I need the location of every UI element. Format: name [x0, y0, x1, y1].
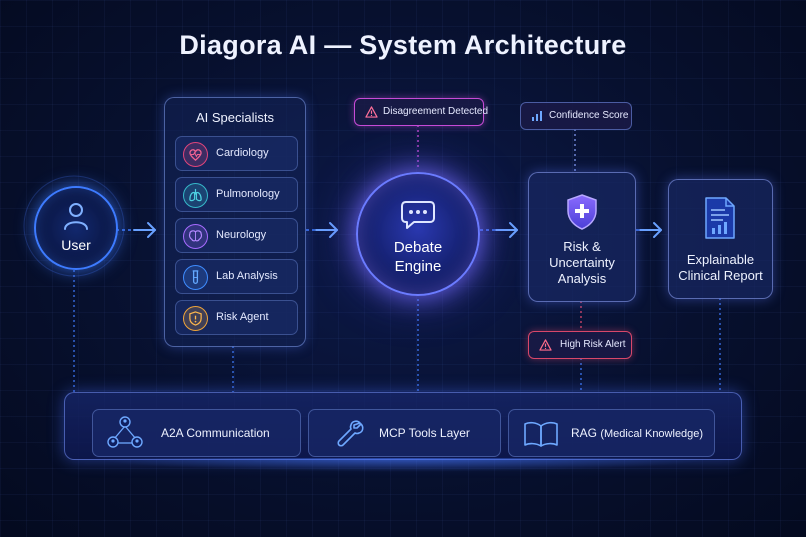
- shield-alert-icon: [183, 306, 208, 331]
- debate-engine-node: Debate Engine: [356, 172, 480, 296]
- user-icon: [64, 203, 88, 230]
- tool-label: RAG (Medical Knowledge): [571, 426, 703, 440]
- specialist-lab-analysis[interactable]: Lab Analysis: [175, 259, 298, 294]
- tool-label: A2A Communication: [161, 426, 270, 440]
- risk-label-line2: Uncertainty: [549, 255, 615, 270]
- warning-icon: [365, 106, 378, 118]
- brain-icon: [183, 224, 208, 249]
- rag-sublabel: (Medical Knowledge): [600, 428, 704, 440]
- specialist-label: Cardiology: [216, 147, 269, 159]
- arrow-debate-to-risk: [495, 222, 518, 238]
- platform-glow: [90, 458, 716, 472]
- specialist-label: Risk Agent: [216, 311, 269, 323]
- wrench-icon: [337, 420, 364, 447]
- confidence-label: Confidence Score: [549, 110, 629, 121]
- specialist-label: Neurology: [216, 229, 267, 241]
- clinical-report-node: Explainable Clinical Report: [668, 179, 773, 299]
- tool-label: MCP Tools Layer: [379, 426, 470, 440]
- disagreement-label: Disagreement Detected: [383, 106, 489, 117]
- tool-mcp-tools-layer[interactable]: MCP Tools Layer: [308, 409, 501, 457]
- risk-label-line1: Risk &: [563, 239, 601, 254]
- chat-bubble-icon: [401, 201, 435, 229]
- network-users-icon: [107, 416, 143, 448]
- heart-pulse-icon: [183, 142, 208, 167]
- specialist-label: Pulmonology: [216, 188, 280, 200]
- debate-engine-label: Debate Engine: [358, 238, 478, 276]
- risk-uncertainty-label: Risk & Uncertainty Analysis: [529, 239, 635, 287]
- rag-label: RAG: [571, 426, 598, 440]
- disagreement-detected-badge: Disagreement Detected: [354, 98, 488, 126]
- arrow-risk-to-report: [639, 222, 662, 238]
- risk-label-line3: Analysis: [557, 271, 607, 286]
- shield-plus-icon: [567, 194, 597, 230]
- report-label-line1: Explainable: [686, 252, 755, 267]
- page-title: Diagora AI — System Architecture: [179, 30, 627, 60]
- tool-a2a-communication[interactable]: A2A Communication: [92, 409, 301, 457]
- confidence-score-badge: Confidence Score: [520, 102, 632, 130]
- debate-label-line2: Engine: [394, 258, 442, 275]
- report-label-line2: Clinical Report: [678, 268, 763, 283]
- lungs-icon: [183, 183, 208, 208]
- risk-uncertainty-node: Risk & Uncertainty Analysis: [528, 172, 636, 302]
- arrow-user-to-specialists: [133, 222, 156, 238]
- user-label: User: [61, 237, 91, 253]
- debate-label-line1: Debate: [393, 239, 443, 256]
- report-chart-icon: [705, 197, 735, 239]
- test-tube-icon: [183, 265, 208, 290]
- specialist-label: Lab Analysis: [216, 270, 278, 282]
- clinical-report-label: Explainable Clinical Report: [669, 252, 772, 284]
- high-risk-label: High Risk Alert: [560, 339, 626, 350]
- arrow-specialists-to-debate: [315, 222, 338, 238]
- book-icon: [524, 421, 558, 447]
- bar-chart-icon: [532, 111, 542, 121]
- specialist-risk-agent[interactable]: Risk Agent: [175, 300, 298, 335]
- specialist-pulmonology[interactable]: Pulmonology: [175, 177, 298, 212]
- specialist-neurology[interactable]: Neurology: [175, 218, 298, 253]
- ai-specialists-heading: AI Specialists: [195, 110, 275, 125]
- high-risk-alert-badge: High Risk Alert: [528, 331, 632, 359]
- tool-rag-medical-knowledge[interactable]: RAG (Medical Knowledge): [508, 409, 715, 457]
- warning-icon: [539, 339, 552, 351]
- user-node: User: [34, 186, 118, 270]
- ai-specialists-panel: AI Specialists Cardiology Pulmonology Ne…: [164, 97, 306, 347]
- specialist-cardiology[interactable]: Cardiology: [175, 136, 298, 171]
